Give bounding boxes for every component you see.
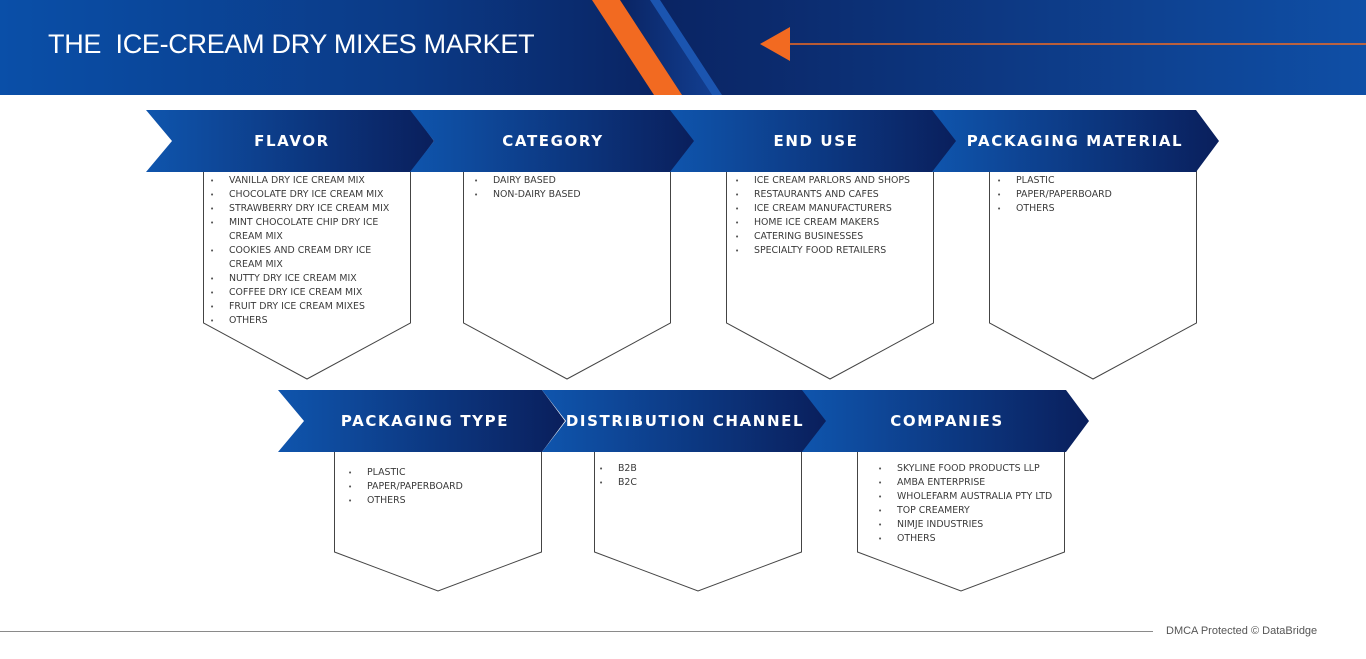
companies-chevron: COMPANIES	[802, 390, 1092, 452]
list-item: CATERING BUSINESSES	[735, 230, 931, 244]
header-decoration	[592, 0, 1366, 95]
packaging-type-chevron: PACKAGING TYPE	[278, 390, 568, 452]
list-item: SPECIALTY FOOD RETAILERS	[735, 244, 931, 258]
list-item: OTHERS	[878, 532, 1064, 546]
list-item: HOME ICE CREAM MAKERS	[735, 216, 931, 230]
list-item: AMBA ENTERPRISE	[878, 476, 1064, 490]
list-item: OTHERS	[348, 494, 538, 508]
arrow-left-icon	[760, 27, 790, 61]
distribution-channel-list: B2B B2C	[599, 462, 795, 490]
list-item: PAPER/PAPERBOARD	[348, 480, 538, 494]
dark-stripe	[620, 0, 712, 95]
packaging-material-list: PLASTIC PAPER/PAPERBOARD OTHERS	[997, 174, 1193, 216]
category-chevron: CATEGORY	[410, 110, 700, 172]
list-item: STRAWBERRY DRY ICE CREAM MIX	[210, 202, 406, 216]
distribution-channel-label: DISTRIBUTION CHANNEL	[565, 412, 805, 430]
footer-divider	[0, 631, 1153, 632]
companies-list: SKYLINE FOOD PRODUCTS LLP AMBA ENTERPRIS…	[878, 462, 1064, 546]
flavor-chevron: FLAVOR	[146, 110, 436, 172]
packaging-material-chevron: PACKAGING MATERIAL	[932, 110, 1222, 172]
page-title: THE ICE-CREAM DRY MIXES MARKET	[48, 29, 535, 59]
list-item: PAPER/PAPERBOARD	[997, 188, 1193, 202]
list-item: OTHERS	[997, 202, 1193, 216]
list-item: DAIRY BASED	[474, 174, 664, 188]
end-use-box: ICE CREAM PARLORS AND SHOPS RESTAURANTS …	[726, 168, 934, 380]
list-item: PLASTIC	[997, 174, 1193, 188]
footer-copyright: DMCA Protected © DataBridge	[1166, 625, 1318, 637]
list-item: NIMJE INDUSTRIES	[878, 518, 1064, 532]
category-box: DAIRY BASED NON-DAIRY BASED	[463, 168, 671, 380]
blue-stripe	[650, 0, 722, 95]
packaging-material-box: PLASTIC PAPER/PAPERBOARD OTHERS	[989, 168, 1197, 380]
list-item: SKYLINE FOOD PRODUCTS LLP	[878, 462, 1064, 476]
packaging-type-label: PACKAGING TYPE	[340, 412, 510, 430]
packaging-material-label: PACKAGING MATERIAL	[966, 132, 1184, 150]
list-item: NUTTY DRY ICE CREAM MIX	[210, 272, 406, 286]
list-item: OTHERS	[210, 314, 406, 328]
list-item: FRUIT DRY ICE CREAM MIXES	[210, 300, 406, 314]
category-list: DAIRY BASED NON-DAIRY BASED	[474, 174, 664, 202]
list-item: B2C	[599, 476, 795, 490]
packaging-type-box: PLASTIC PAPER/PAPERBOARD OTHERS	[334, 448, 542, 592]
end-use-label: END USE	[773, 132, 859, 150]
end-use-list: ICE CREAM PARLORS AND SHOPS RESTAURANTS …	[735, 174, 931, 258]
list-item: COFFEE DRY ICE CREAM MIX	[210, 286, 406, 300]
list-item: ICE CREAM PARLORS AND SHOPS	[735, 174, 931, 188]
header-banner: THE ICE-CREAM DRY MIXES MARKET	[0, 0, 1366, 95]
list-item: WHOLEFARM AUSTRALIA PTY LTD	[878, 490, 1064, 504]
distribution-channel-chevron: DISTRIBUTION CHANNEL	[542, 390, 832, 452]
orange-stripe	[592, 0, 682, 95]
flavor-box: VANILLA DRY ICE CREAM MIX CHOCOLATE DRY …	[203, 168, 411, 380]
flavor-label: FLAVOR	[254, 132, 330, 150]
packaging-type-list: PLASTIC PAPER/PAPERBOARD OTHERS	[348, 466, 538, 508]
list-item: PLASTIC	[348, 466, 538, 480]
list-item: TOP CREAMERY	[878, 504, 1064, 518]
category-label: CATEGORY	[502, 132, 604, 150]
companies-label: COMPANIES	[890, 412, 1004, 430]
list-item: MINT CHOCOLATE CHIP DRY ICE CREAM MIX	[210, 216, 380, 244]
list-item: COOKIES AND CREAM DRY ICE CREAM MIX	[210, 244, 380, 272]
flavor-list: VANILLA DRY ICE CREAM MIX CHOCOLATE DRY …	[210, 174, 406, 328]
list-item: CHOCOLATE DRY ICE CREAM MIX	[210, 188, 406, 202]
distribution-channel-box: B2B B2C	[594, 448, 802, 592]
list-item: VANILLA DRY ICE CREAM MIX	[210, 174, 406, 188]
end-use-chevron: END USE	[670, 110, 960, 172]
list-item: RESTAURANTS AND CAFES	[735, 188, 931, 202]
companies-box: SKYLINE FOOD PRODUCTS LLP AMBA ENTERPRIS…	[857, 448, 1065, 592]
list-item: B2B	[599, 462, 795, 476]
list-item: ICE CREAM MANUFACTURERS	[735, 202, 931, 216]
list-item: NON-DAIRY BASED	[474, 188, 664, 202]
